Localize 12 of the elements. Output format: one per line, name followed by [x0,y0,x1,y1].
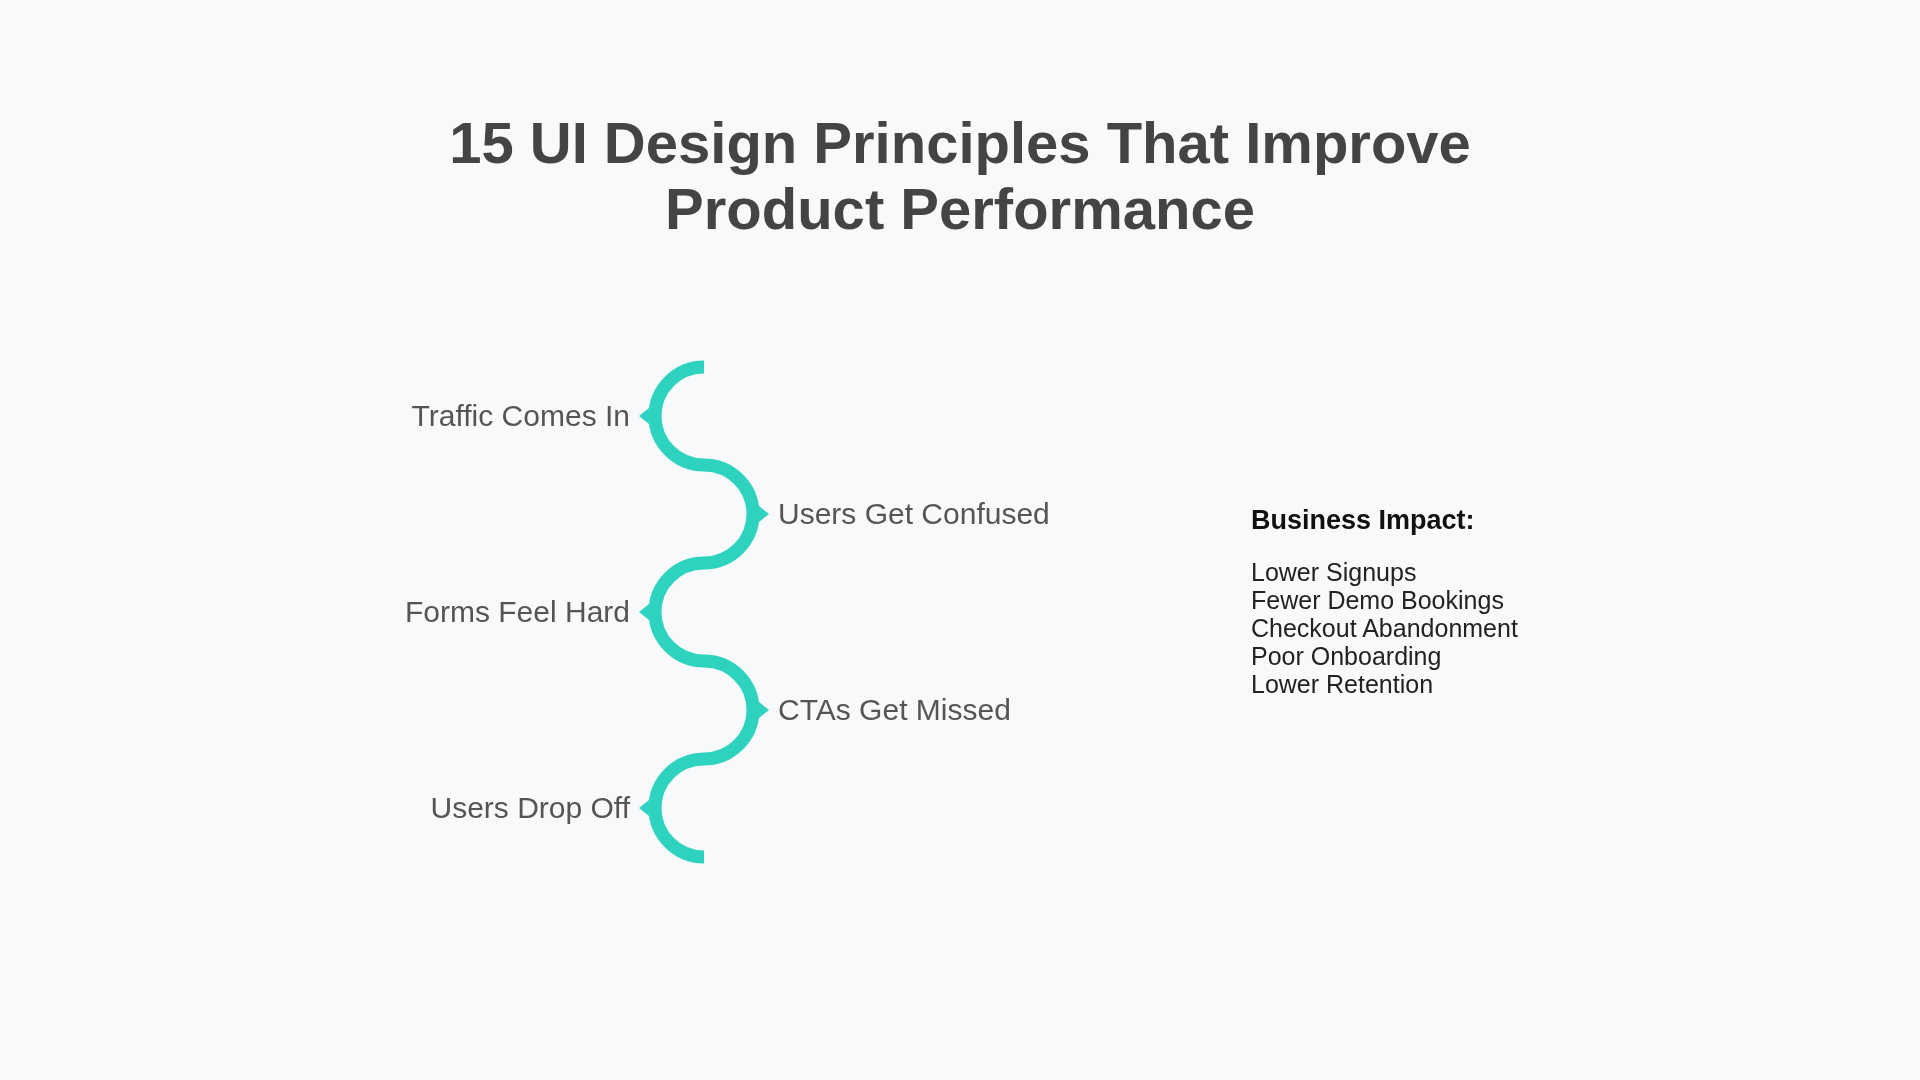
step-label: Traffic Comes In [411,398,630,434]
list-item: Fewer Demo Bookings [1251,586,1504,614]
list-item: Poor Onboarding [1251,642,1442,670]
step-label: Users Get Confused [778,496,1050,532]
list-item: Lower Signups [1251,558,1417,586]
section-heading: Business Impact: [1251,505,1475,536]
step-label: CTAs Get Missed [778,692,1011,728]
list-item: Checkout Abandonment [1251,614,1518,642]
step-label: Users Drop Off [430,790,630,826]
title: 15 UI Design Principles That Improve Product Performance [448,110,1472,242]
list-item: Lower Retention [1251,670,1434,698]
step-label: Forms Feel Hard [404,594,630,630]
